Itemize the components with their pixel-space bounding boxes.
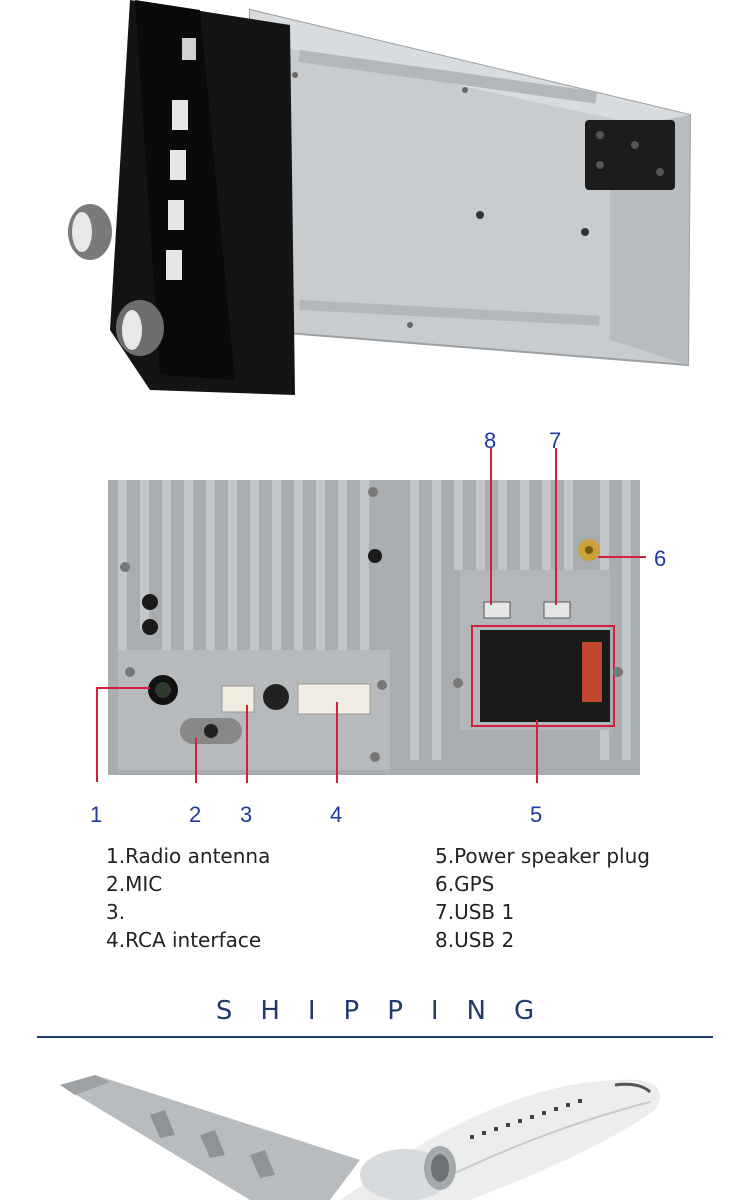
- legend-item: 7.USB 1: [435, 900, 515, 924]
- usb-port-icon: [483, 601, 511, 619]
- legend-item: 1.Radio antenna: [106, 844, 271, 868]
- legend-item: 6.GPS: [435, 872, 495, 896]
- legend-item: 4.RCA interface: [106, 928, 262, 952]
- airplane-photo: [0, 1040, 750, 1200]
- legend-right: 5.Power speaker plug 6.GPS 7.USB 1 8.USB…: [435, 842, 650, 954]
- callout-7: 7: [549, 428, 562, 453]
- callout-4: 4: [330, 802, 343, 827]
- section-divider: [37, 1036, 713, 1038]
- shipping-heading: SHIPPING: [215, 996, 563, 1026]
- legend-left: 1.Radio antenna 2.MIC 3. 4.RCA interface: [106, 842, 270, 954]
- rear-panel-photo: [0, 420, 750, 840]
- callout-6: 6: [654, 546, 667, 571]
- callout-8: 8: [484, 428, 497, 453]
- callout-5: 5: [530, 802, 543, 827]
- legend-item: 5.Power speaker plug: [435, 844, 650, 868]
- legend-item: 2.MIC: [106, 872, 163, 896]
- legend-item: 8.USB 2: [435, 928, 515, 952]
- callout-3: 3: [240, 802, 253, 827]
- product-side-photo: [0, 0, 750, 410]
- legend-item: 3.: [106, 900, 126, 924]
- callout-1: 1: [90, 802, 103, 827]
- callout-2: 2: [189, 802, 202, 827]
